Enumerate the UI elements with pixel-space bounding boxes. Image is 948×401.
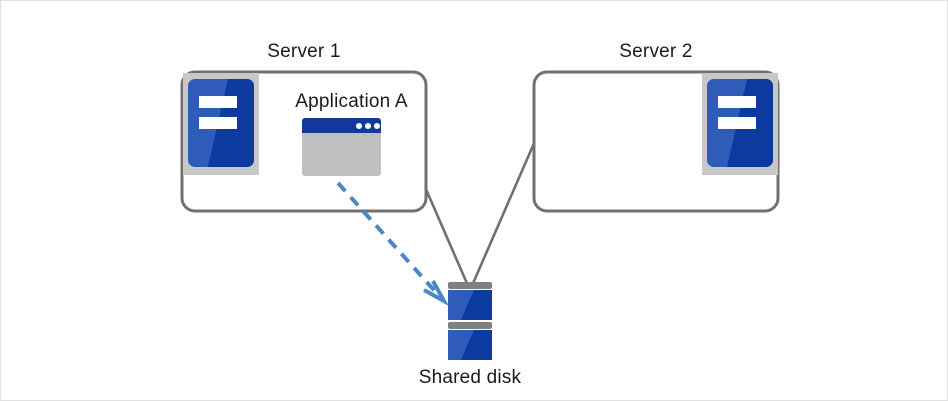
access-arrow [336,181,450,307]
access-arrow-head [423,280,450,307]
application-a-label: Application A [295,91,408,112]
access-arrow-line [336,181,443,300]
disk-stack-icon[interactable] [448,282,492,360]
server-icon-bar-bottom [718,117,756,129]
disk-platter-lower-shade [461,330,492,360]
application-window-dot [374,123,380,129]
application-window-dot [356,123,362,129]
server-icon-bar-top [199,96,237,108]
disk-platter-upper-shade [461,290,492,320]
application-window-titlebar [302,118,381,133]
application-window-dot [365,123,371,129]
connector-server2-to-disk [469,140,537,289]
server-icon[interactable] [183,73,259,175]
server2-label: Server 2 [619,41,693,62]
server-icon[interactable] [702,73,778,175]
disk-bar-upper [448,282,492,289]
application-window-icon[interactable] [302,118,381,176]
server1-label: Server 1 [267,41,341,62]
server-icon-bar-bottom [199,117,237,129]
server-icon-bar-top [718,96,756,108]
shared-disk-label: Shared disk [418,367,522,388]
disk-bar-lower [448,322,492,329]
